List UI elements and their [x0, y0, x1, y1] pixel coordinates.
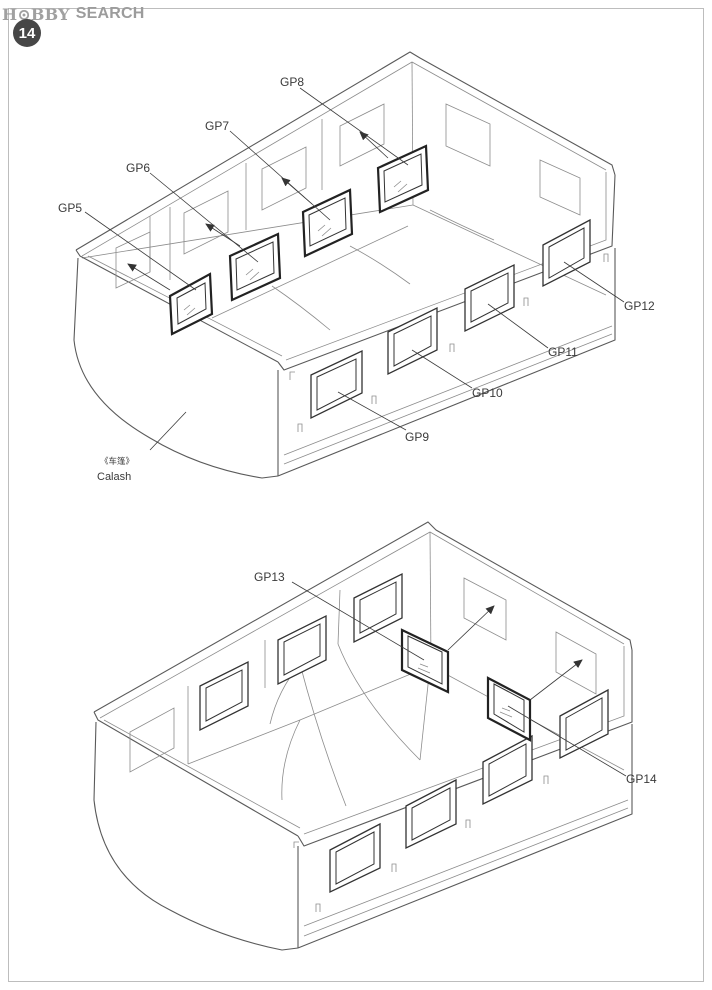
gp12-label: GP12: [624, 299, 655, 313]
step-number-badge: 14: [13, 19, 41, 47]
gp13-glass-part: [400, 628, 450, 694]
watermark-logo: H⊙BBY: [2, 4, 70, 24]
gp5-glass-part: [168, 272, 214, 336]
top-body-shell: [73, 51, 616, 479]
gp11-label: GP11: [548, 345, 578, 359]
gp14-label: GP14: [626, 772, 657, 786]
gp7-glass-part: [301, 188, 354, 258]
gp7-label: GP7: [205, 119, 229, 133]
bottom-leader-lines: [291, 581, 627, 777]
gp9-label: GP9: [405, 430, 429, 444]
gp10-label: GP10: [472, 386, 503, 400]
bottom-labels: GP13 GP14: [254, 570, 657, 786]
calash-label: Calash: [97, 471, 131, 483]
watermark: H⊙BBY SEARCH: [2, 2, 144, 26]
gp8-label: GP8: [280, 75, 304, 89]
gp5-label: GP5: [58, 201, 82, 215]
top-leader-lines: [84, 87, 625, 451]
gp13-label: GP13: [254, 570, 285, 584]
gp14-glass-part: [486, 676, 532, 742]
gp6-glass-part: [228, 232, 282, 302]
bottom-install-arrows: [447, 605, 583, 701]
bottom-body-shell: [93, 521, 633, 951]
top-labels: GP5 GP6 GP7 GP8 GP9 GP10 GP11 GP12 《车篷》 …: [58, 75, 655, 483]
gp6-label: GP6: [126, 161, 150, 175]
gp8-glass-part: [376, 144, 430, 214]
calash-chinese-label: 《车篷》: [100, 456, 134, 467]
watermark-text: SEARCH: [75, 5, 145, 22]
